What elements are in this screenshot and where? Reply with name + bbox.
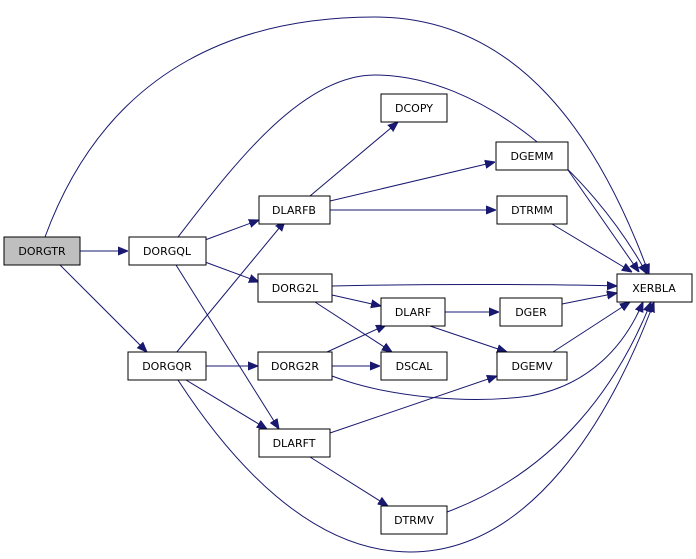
node-dcopy[interactable]: DCOPY — [380, 93, 448, 123]
node-label: DLARFB — [272, 204, 316, 217]
node-label: DORGTR — [18, 245, 66, 258]
edge-dlarfb-dgemm — [329, 162, 495, 202]
edges — [44, 16, 654, 553]
node-xerbla[interactable]: XERBLA — [616, 273, 693, 303]
node-label: DORG2R — [271, 360, 319, 373]
edge-dorgqr-xerbla — [177, 302, 654, 553]
nodes: DORGTR DORGQL DORGQR DLARFB DORG2L DORG2… — [3, 93, 693, 535]
node-label: DGEMM — [511, 150, 554, 163]
node-label: DORG2L — [272, 282, 319, 295]
node-dgemm[interactable]: DGEMM — [495, 141, 569, 171]
node-label: DLARFT — [273, 437, 316, 450]
node-label: DORGQL — [143, 245, 192, 258]
edge-dorg2l-dscal — [314, 301, 392, 352]
node-label: DGEMV — [512, 360, 553, 373]
edge-dorg2l-xerbla — [331, 285, 617, 287]
node-dorgqr[interactable]: DORGQR — [127, 351, 207, 381]
edge-dtrmm-xerbla — [551, 223, 632, 272]
edge-dorgql-dlarfb — [204, 220, 259, 241]
node-label: XERBLA — [632, 282, 676, 295]
node-label: DORGQR — [142, 360, 192, 373]
edge-dlarft-dgemv — [329, 376, 497, 434]
node-dlarft[interactable]: DLARFT — [258, 428, 331, 458]
edge-dorgql-dorg2l — [204, 261, 259, 282]
edge-dorgqr-dlarft — [185, 379, 267, 429]
node-dtrmv[interactable]: DTRMV — [380, 505, 448, 535]
edge-dorgql-dlarft — [175, 264, 279, 429]
edge-dlarfb-dcopy — [309, 122, 398, 197]
node-dlarfb[interactable]: DLARFB — [258, 195, 331, 225]
node-dgemv[interactable]: DGEMV — [496, 351, 568, 381]
edge-dger-xerbla — [561, 293, 617, 305]
node-label: DTRMM — [511, 204, 553, 217]
node-label: DTRMV — [394, 514, 434, 527]
node-label: DLARF — [395, 306, 431, 319]
edge-dgemm-xerbla — [567, 169, 639, 272]
edge-dorg2l-dlarf — [331, 294, 381, 306]
edge-dtrmv-xerbla — [446, 302, 651, 513]
edge-dorgtr-dorgqr — [59, 264, 147, 352]
node-dorg2l[interactable]: DORG2L — [257, 273, 333, 303]
edge-dlarf-dgemv — [429, 325, 507, 352]
node-dtrmm[interactable]: DTRMM — [496, 195, 568, 225]
edge-dorgtr-xerbla — [44, 16, 649, 274]
node-dscal[interactable]: DSCAL — [380, 351, 448, 381]
node-dlarf[interactable]: DLARF — [380, 297, 446, 327]
edge-dorgql-xerbla — [177, 74, 647, 274]
node-dorgtr[interactable]: DORGTR — [3, 236, 81, 266]
node-dorg2r[interactable]: DORG2R — [257, 351, 333, 381]
node-label: DSCAL — [396, 360, 434, 373]
node-dger[interactable]: DGER — [499, 297, 563, 327]
edge-dorg2r-xerbla — [331, 302, 643, 400]
node-label: DCOPY — [395, 102, 433, 115]
edge-dlarft-dtrmv — [309, 456, 388, 506]
node-dorgql[interactable]: DORGQL — [128, 236, 207, 266]
edge-dgemv-xerbla — [552, 302, 630, 353]
edge-dorgqr-dlarfb — [175, 221, 285, 354]
edge-dorg2r-dlarf — [326, 325, 386, 353]
node-label: DGER — [515, 306, 547, 319]
